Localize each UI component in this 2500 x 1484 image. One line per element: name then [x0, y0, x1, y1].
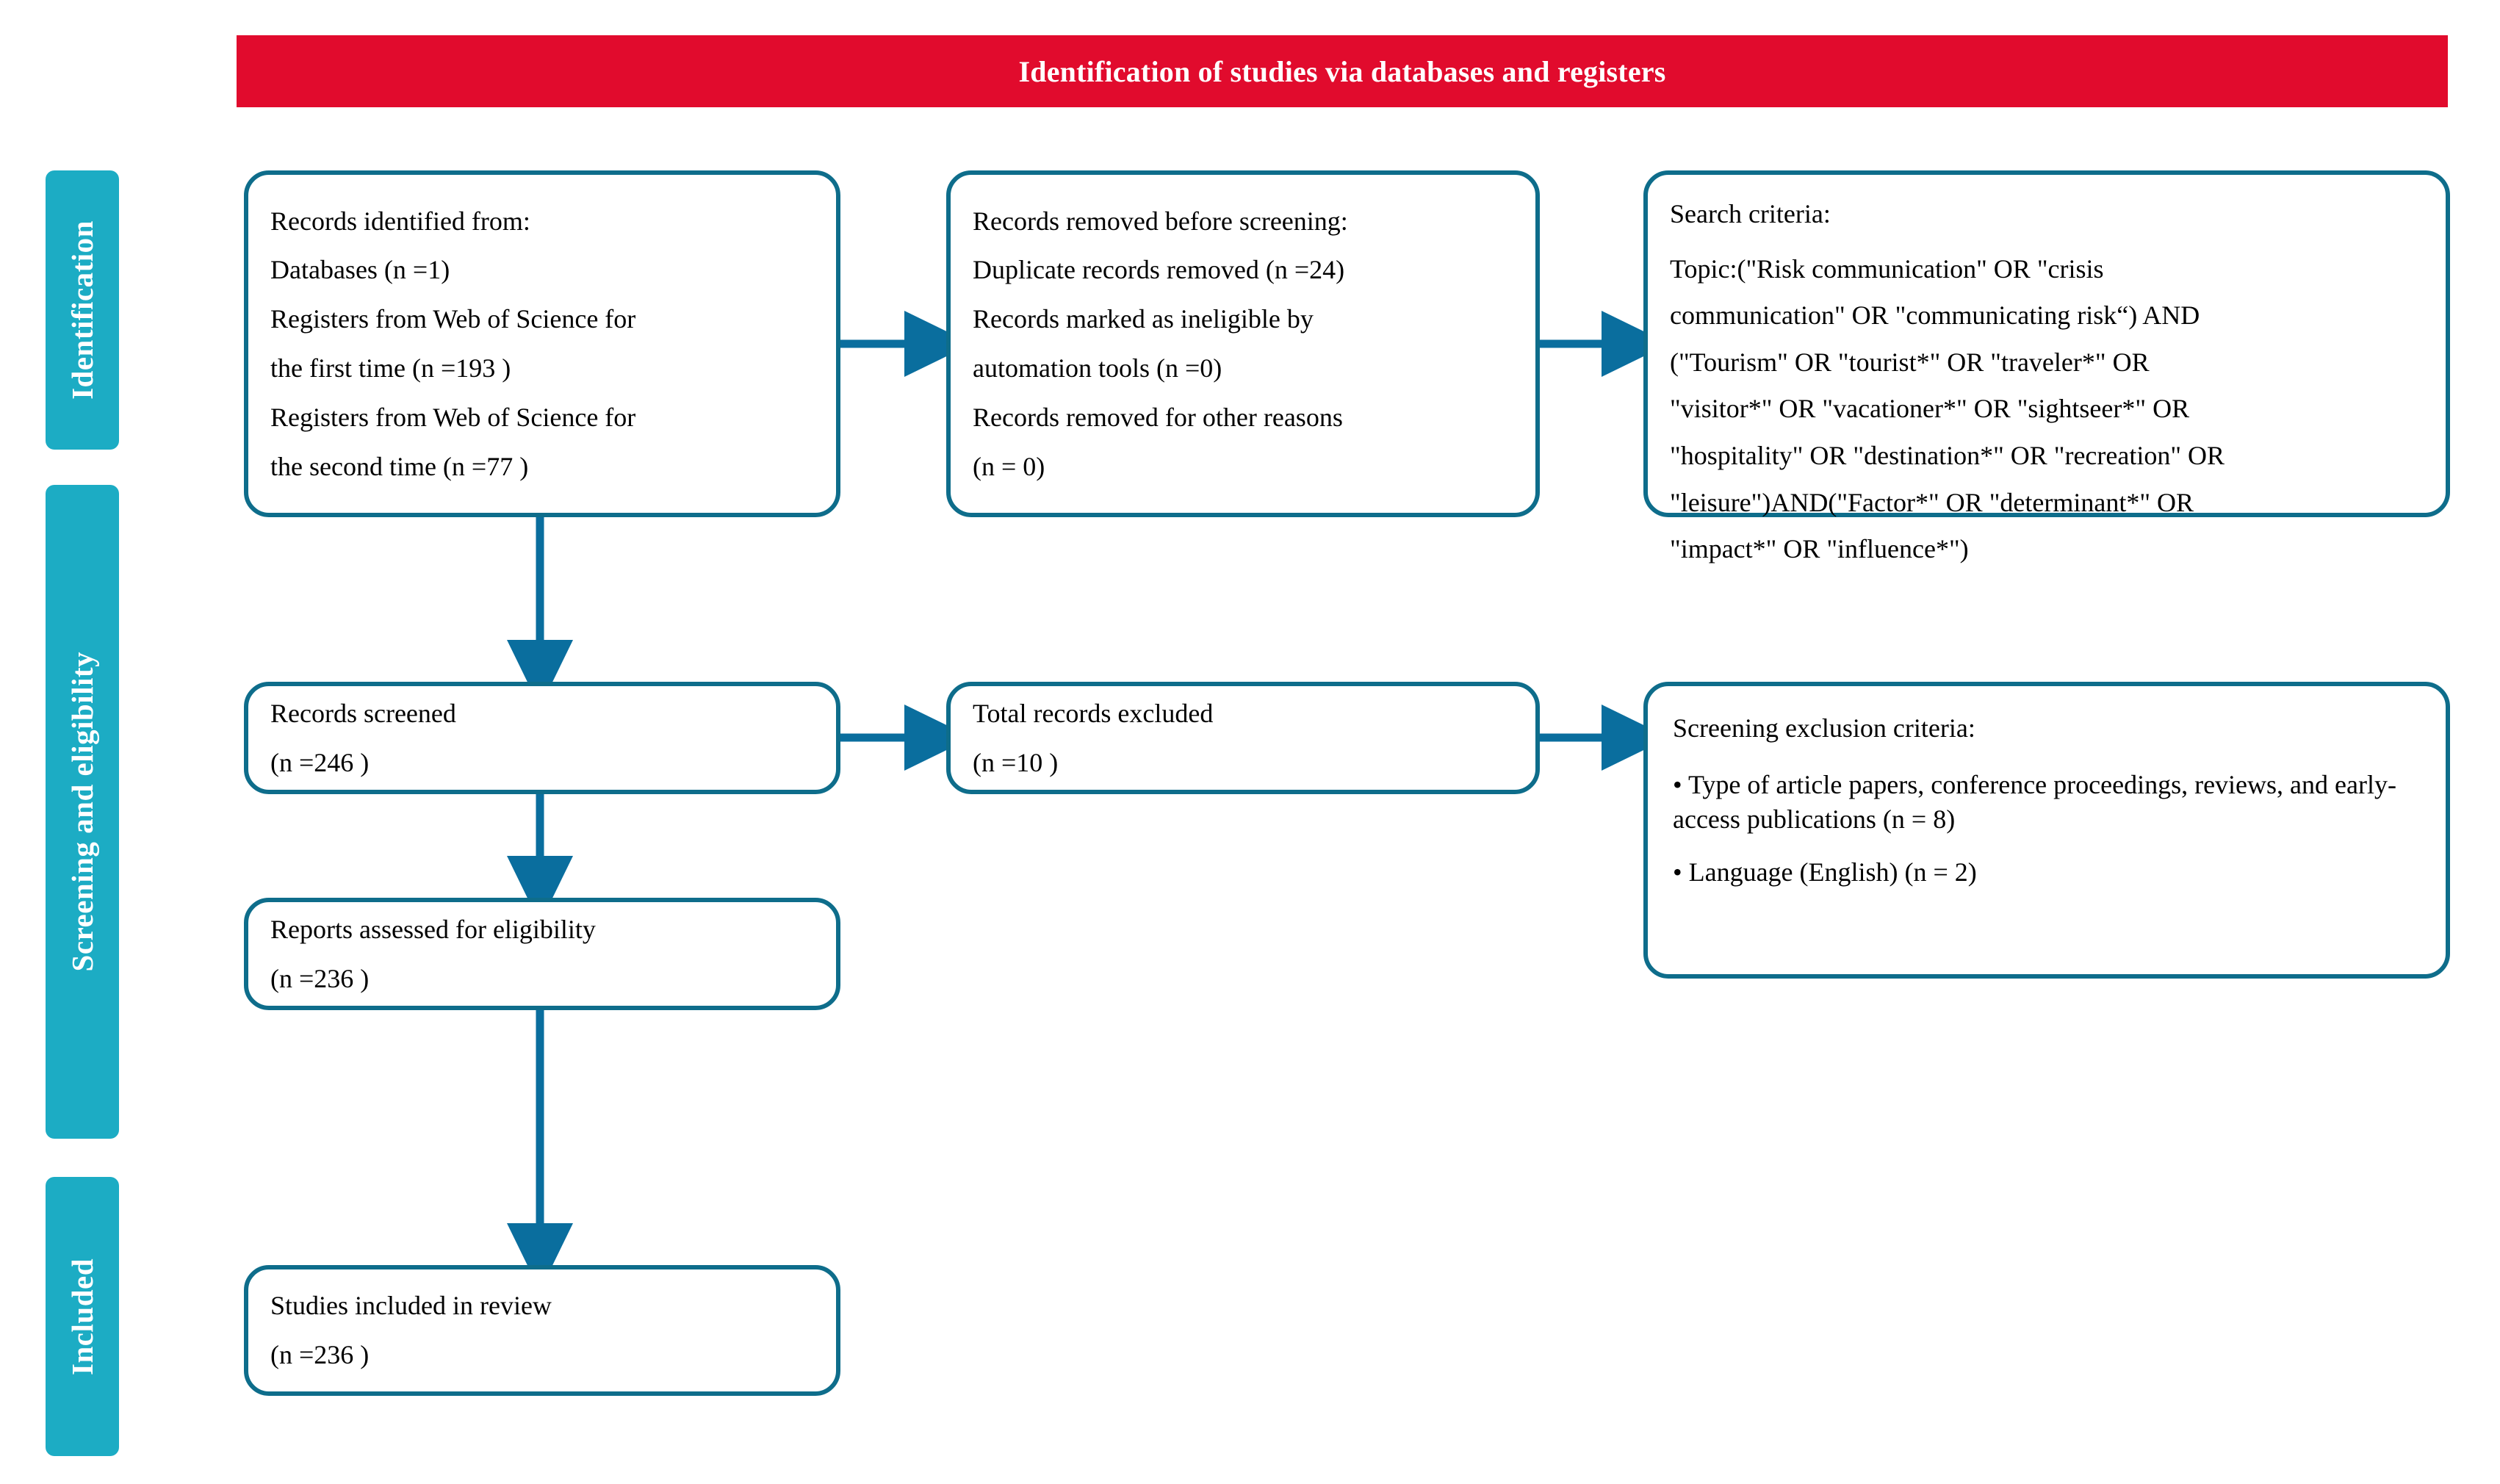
records-removed-duplicate: Duplicate records removed (n =24)	[973, 255, 1345, 285]
search-query-line-3: ("Tourism" OR "tourist*" OR "traveler*" …	[1670, 347, 2150, 377]
total-excluded-title: Total records excluded	[973, 698, 1214, 728]
records-removed-ineligible-line-2: automation tools (n =0)	[973, 353, 1222, 383]
diagram-banner: Identification of studies via databases …	[237, 35, 2448, 107]
stage-identification-label: Identification	[65, 220, 99, 400]
reports-assessed-title: Reports assessed for eligibility	[270, 914, 596, 944]
stage-screening-eligibility-label: Screening and eligibility	[65, 652, 99, 972]
screening-exclusion-bullet-2: • Language (English) (n = 2)	[1673, 857, 1977, 887]
search-query-line-4: "visitor*" OR "vacationer*" OR "sightsee…	[1670, 394, 2190, 424]
records-screened-count: (n =246 )	[270, 747, 370, 777]
records-identified-line-5: Registers from Web of Science for	[270, 402, 636, 432]
screening-exclusion-heading: Screening exclusion criteria:	[1673, 713, 1975, 743]
screening-exclusion-bullet-1: • Type of article papers, conference pro…	[1673, 769, 2396, 834]
box-reports-assessed: Reports assessed for eligibility (n =236…	[244, 898, 840, 1010]
stage-identification: Identification	[46, 170, 119, 450]
stage-included: Included	[46, 1177, 119, 1456]
search-query-line-2: communication" OR "communicating risk“) …	[1670, 300, 2200, 331]
box-records-screened: Records screened (n =246 )	[244, 682, 840, 794]
total-excluded-count: (n =10 )	[973, 747, 1059, 777]
records-identified-line-3: Registers from Web of Science for	[270, 304, 636, 334]
box-screening-exclusion-criteria: Screening exclusion criteria: • Type of …	[1643, 682, 2450, 979]
records-identified-line-6: the second time (n =77 )	[270, 451, 529, 481]
box-search-criteria: Search criteria: Topic:("Risk communicat…	[1643, 170, 2450, 563]
banner-title: Identification of studies via databases …	[1018, 54, 1666, 88]
records-identified-line-1: Records identified from:	[270, 206, 530, 236]
records-removed-heading: Records removed before screening:	[973, 206, 1348, 236]
box-studies-included: Studies included in review (n =236 )	[244, 1265, 840, 1396]
search-criteria-heading: Search criteria:	[1670, 199, 1831, 228]
box-records-removed: Records removed before screening: Duplic…	[946, 170, 1540, 517]
box-records-identified: Records identified from: Databases (n =1…	[244, 170, 840, 517]
stage-included-label: Included	[65, 1258, 99, 1375]
search-query-line-1: Topic:("Risk communication" OR "crisis	[1670, 253, 2104, 284]
reports-assessed-count: (n =236 )	[270, 963, 370, 993]
records-identified-line-2: Databases (n =1)	[270, 255, 450, 285]
records-identified-line-4: the first time (n =193 )	[270, 353, 511, 383]
records-removed-ineligible-line-1: Records marked as ineligible by	[973, 304, 1314, 334]
search-query-line-7: "impact*" OR "influence*")	[1670, 534, 1969, 564]
records-removed-other-line-1: Records removed for other reasons	[973, 402, 1343, 432]
records-removed-other-line-2: (n = 0)	[973, 451, 1045, 481]
search-query-line-6: "leisure")AND("Factor*" OR "determinant*…	[1670, 487, 2194, 517]
box-total-excluded: Total records excluded (n =10 )	[946, 682, 1540, 794]
stage-screening-eligibility: Screening and eligibility	[46, 485, 119, 1139]
search-criteria-query: Topic:("Risk communication" OR "crisis c…	[1670, 253, 2424, 566]
search-query-line-5: "hospitality" OR "destination*" OR "recr…	[1670, 440, 2225, 470]
records-screened-title: Records screened	[270, 698, 456, 728]
studies-included-title: Studies included in review	[270, 1291, 552, 1321]
studies-included-count: (n =236 )	[270, 1340, 370, 1369]
